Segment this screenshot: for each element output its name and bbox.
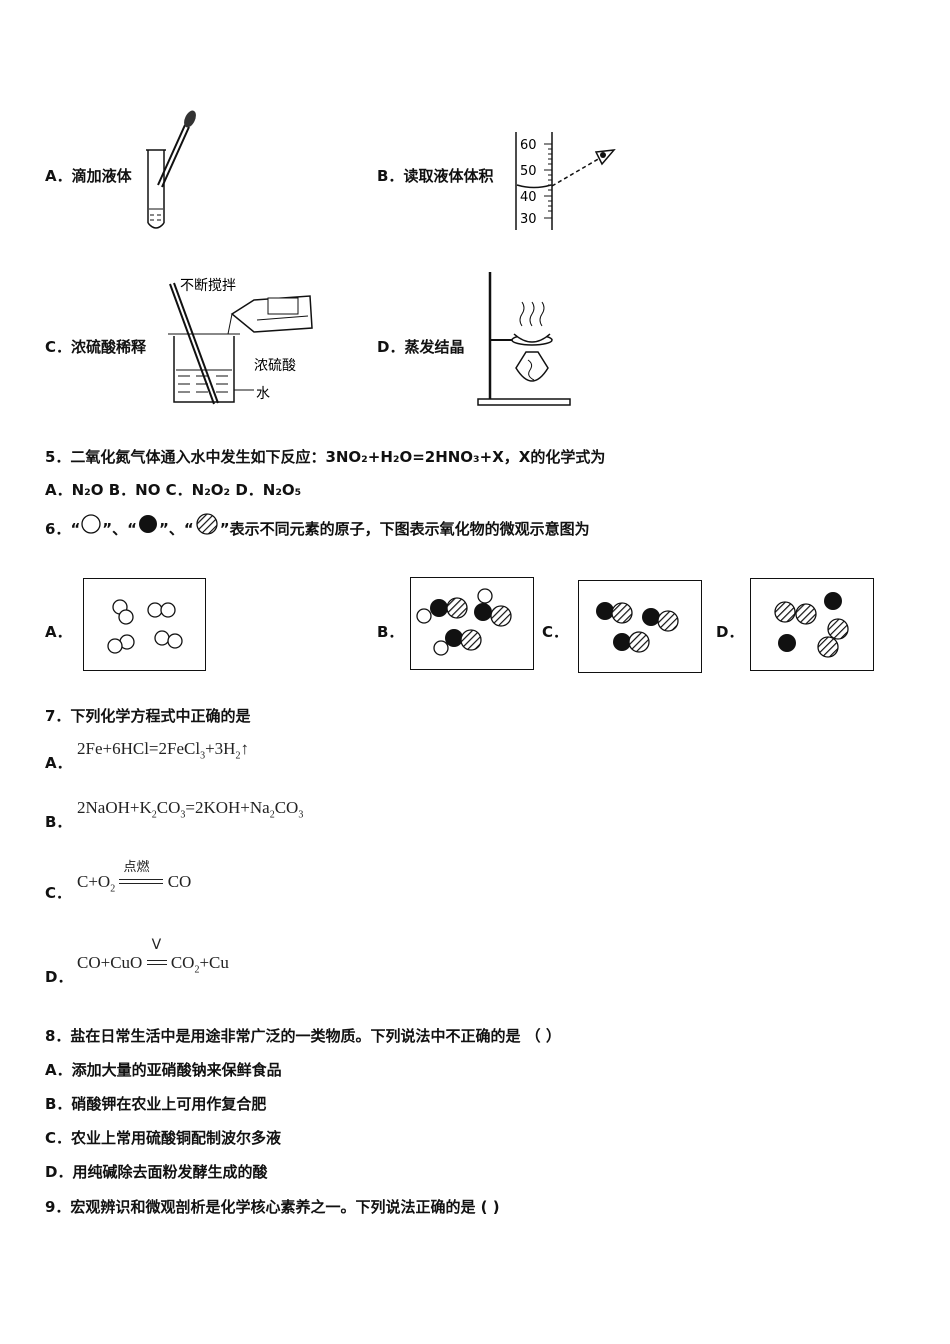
tick-30: 30 bbox=[520, 212, 537, 227]
option-d-label: D．蒸发结晶 bbox=[377, 338, 465, 356]
option-c-label: C．浓硫酸稀释 bbox=[45, 338, 147, 356]
q6-option-d-label: D． bbox=[716, 623, 744, 641]
dropper-test-tube-figure bbox=[146, 110, 196, 229]
condition-heat: V bbox=[151, 937, 162, 954]
q7-option-a-label: A． bbox=[45, 754, 72, 772]
q5-stem: 5．二氧化氮气体通入水中发生如下反应：3NO₂+H₂O=2HNO₃+X，X的化学… bbox=[45, 448, 606, 466]
dropper-bulb bbox=[184, 110, 196, 128]
q8-option-c: C．农业上常用硫酸铜配制波尔多液 bbox=[45, 1129, 282, 1147]
sight-line bbox=[551, 157, 601, 187]
q7-equation-c: C+O2 点燃 CO bbox=[77, 860, 191, 894]
q9-stem: 9．宏观辨识和微观剖析是化学核心素养之一。下列说法正确的是 ( ) bbox=[45, 1198, 500, 1216]
q8-stem: 8．盐在日常生活中是用途非常广泛的一类物质。下列说法中不正确的是 （ ） bbox=[45, 1027, 561, 1045]
q6-option-a-label: A． bbox=[45, 623, 72, 641]
tick-60: 60 bbox=[520, 138, 537, 153]
q6-box-d bbox=[750, 578, 874, 671]
q6-box-b bbox=[410, 577, 534, 670]
black-atom-icon bbox=[139, 514, 158, 533]
dropper-tube bbox=[157, 124, 186, 186]
q7-option-b-label: B． bbox=[45, 813, 72, 831]
tick-50: 50 bbox=[520, 164, 537, 179]
q6-option-b-label: B． bbox=[377, 623, 404, 641]
q7-option-c-label: C． bbox=[45, 884, 72, 902]
acid-dilution-figure: 不断搅拌 浓硫酸 水 bbox=[168, 278, 313, 405]
q8-option-b: B．硝酸钾在农业上可用作复合肥 bbox=[45, 1095, 267, 1113]
q7-stem: 7．下列化学方程式中正确的是 bbox=[45, 707, 251, 725]
q6-option-c-label: C． bbox=[542, 623, 569, 641]
hatched-atom-icon bbox=[196, 512, 218, 535]
q6-stem: 6． “ ”、“ ”、“ ” 表示不同元素的原子，下图表示氧化物的微观示意图为 bbox=[45, 512, 590, 539]
condition-ignite: 点燃 bbox=[123, 860, 150, 876]
q8-option-d: D．用纯碱除去面粉发酵生成的酸 bbox=[45, 1163, 268, 1181]
glass-rod bbox=[169, 283, 215, 405]
option-a-label: A．滴加液体 bbox=[45, 167, 132, 185]
water-label: 水 bbox=[256, 386, 270, 402]
white-atom-icon bbox=[81, 513, 101, 534]
evaporation-figure bbox=[477, 272, 571, 406]
meniscus bbox=[516, 184, 552, 189]
option-b-label: B．读取液体体积 bbox=[377, 167, 494, 185]
q6-box-c bbox=[578, 580, 702, 673]
tick-40: 40 bbox=[520, 190, 537, 205]
q7-equation-d: CO+CuO V CO2+Cu bbox=[77, 937, 229, 976]
q5-options: A．N₂O B．NO C．N₂O₂ D．N₂O₅ bbox=[45, 481, 302, 499]
q8-option-a: A．添加大量的亚硝酸钠来保鲜食品 bbox=[45, 1061, 282, 1079]
beaker bbox=[173, 336, 235, 403]
acid-label: 浓硫酸 bbox=[254, 358, 296, 374]
q6-box-a bbox=[83, 578, 206, 671]
q7-option-d-label: D． bbox=[45, 968, 73, 986]
q7-equation-b: 2NaOH+K2CO3=2KOH+Na2CO3 bbox=[77, 798, 304, 821]
graduated-cylinder-figure: 60 50 40 30 bbox=[515, 132, 616, 230]
q7-equation-a: 2Fe+6HCl=2FeCl3+3H2↑ bbox=[77, 739, 249, 762]
stir-label: 不断搅拌 bbox=[180, 278, 236, 294]
evaporating-dish bbox=[513, 333, 551, 343]
